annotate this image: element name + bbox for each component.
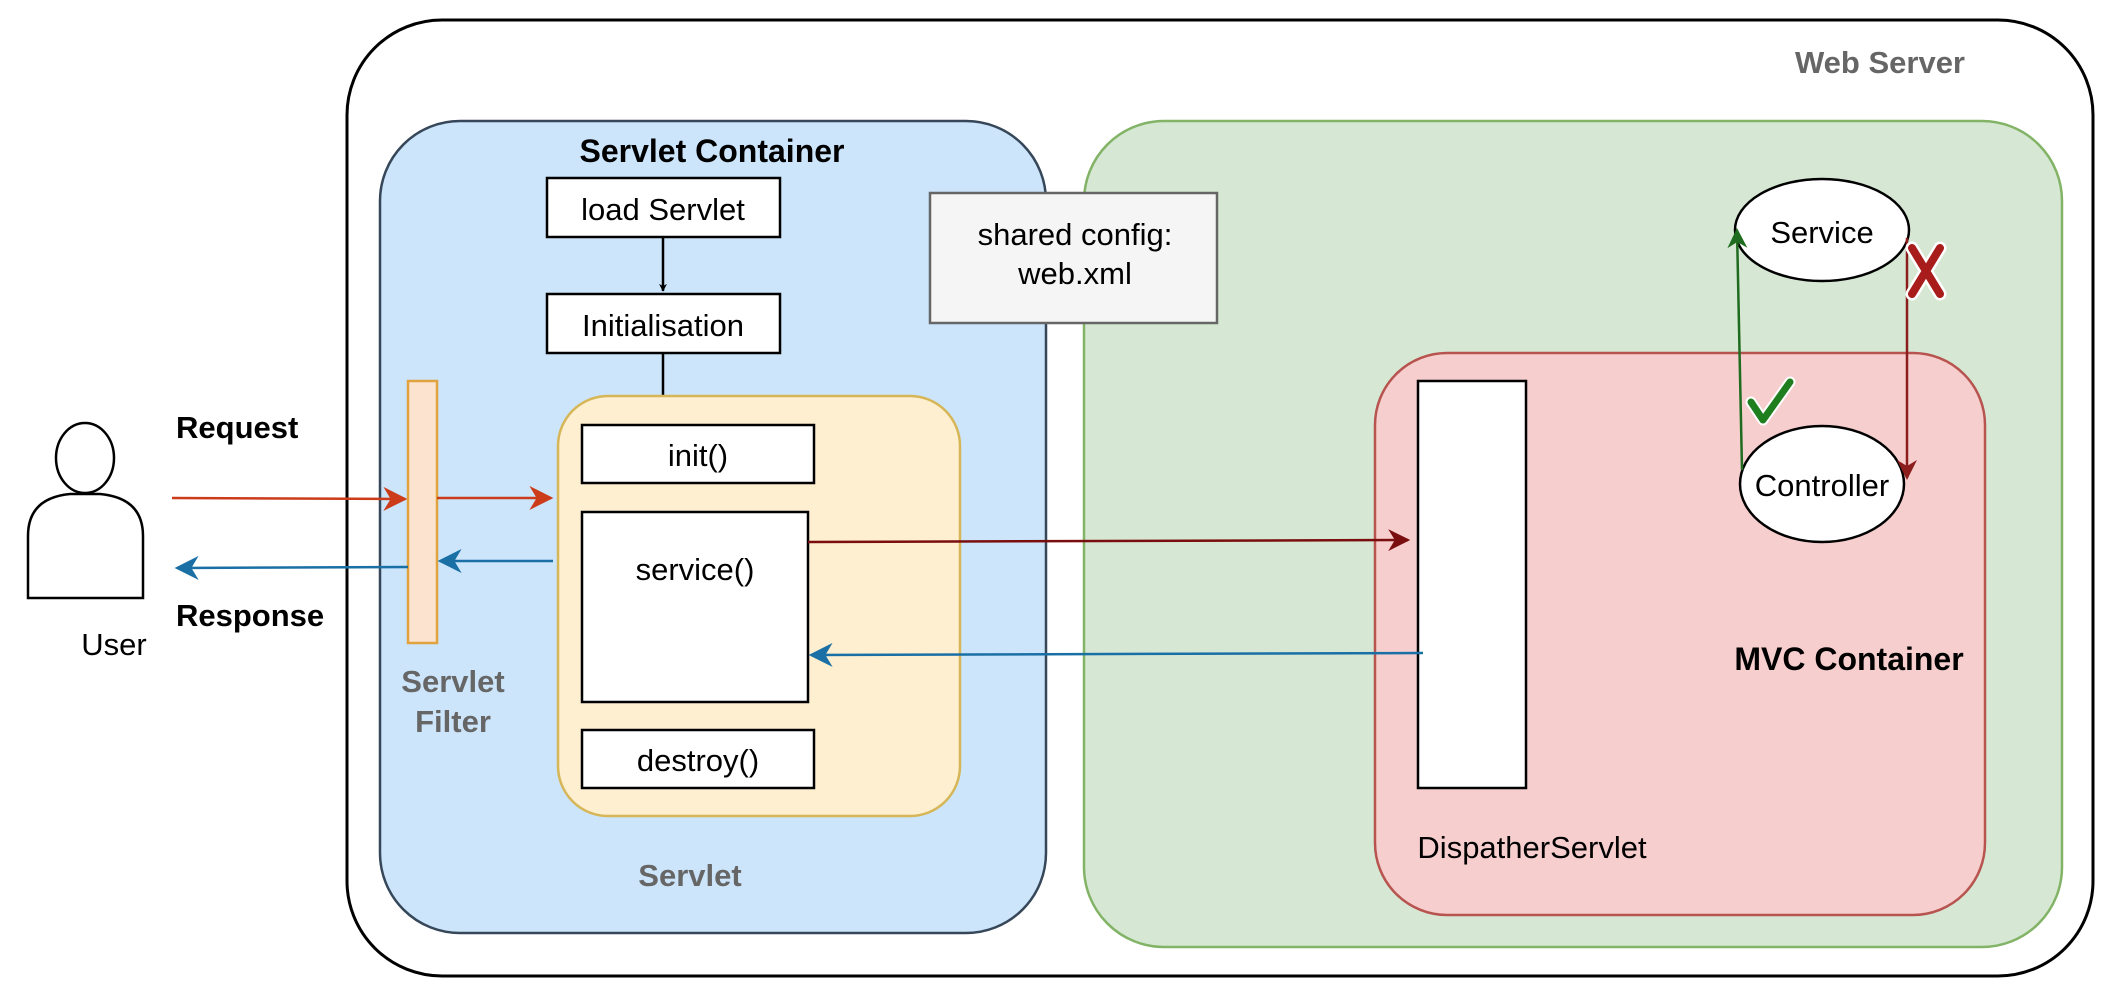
response-arrow-to-user bbox=[174, 555, 409, 580]
init-method-label: init() bbox=[668, 438, 728, 473]
shared-config-box bbox=[928, 191, 1219, 325]
init-method bbox=[580, 423, 816, 485]
check-icon bbox=[1745, 376, 1796, 426]
servlet-label: Servlet bbox=[638, 858, 741, 893]
dispatcher-servlet-label: DispatherServlet bbox=[1417, 830, 1647, 865]
mvc-container-title: MVC Container bbox=[1734, 641, 1963, 677]
initialisation-label: Initialisation bbox=[582, 308, 744, 343]
servlet-filter-bar bbox=[406, 379, 439, 645]
destroy-method bbox=[580, 728, 816, 790]
shared-config-line1: shared config: bbox=[978, 217, 1173, 252]
service-method-label: service() bbox=[636, 552, 755, 587]
dispatch-arrow bbox=[807, 529, 1411, 552]
service-node-label: Service bbox=[1770, 215, 1873, 250]
shared-config-line2: web.xml bbox=[1017, 256, 1132, 291]
dispatcher-servlet-box bbox=[1416, 379, 1528, 790]
load-servlet-label: load Servlet bbox=[581, 192, 745, 227]
servlet-filter-line1: Servlet bbox=[401, 664, 504, 699]
request-arrow-to-filter bbox=[171, 486, 408, 511]
cross-icon bbox=[1905, 241, 1947, 301]
user-icon bbox=[26, 421, 145, 600]
servlet-container-title: Servlet Container bbox=[580, 133, 845, 169]
controller-node-label: Controller bbox=[1755, 468, 1889, 503]
response-label: Response bbox=[176, 598, 324, 633]
controller-node bbox=[1738, 424, 1906, 544]
web-server-title: Web Server bbox=[1795, 45, 1965, 80]
destroy-method-label: destroy() bbox=[637, 743, 759, 778]
user-label: User bbox=[81, 627, 146, 662]
request-label: Request bbox=[176, 410, 298, 445]
servlet-filter-line2: Filter bbox=[415, 704, 491, 739]
service-method bbox=[580, 510, 810, 704]
dispatch-response-arrow bbox=[808, 642, 1424, 667]
controller-to-service-arrow bbox=[1727, 228, 1748, 471]
